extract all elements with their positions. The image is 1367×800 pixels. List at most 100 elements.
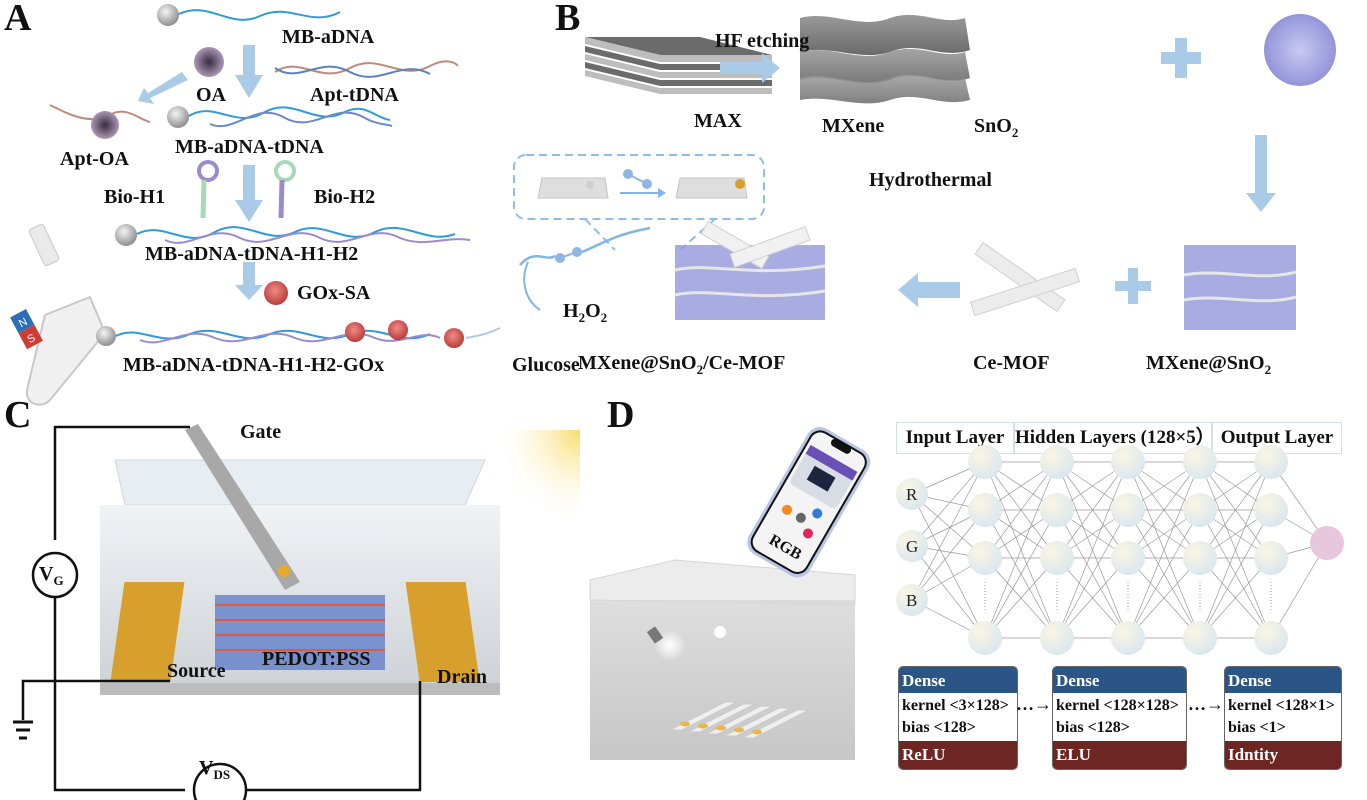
magnetic-bead (96, 326, 116, 346)
inset-box (513, 154, 765, 220)
drain-wire (246, 681, 422, 792)
oa-particle (194, 47, 224, 77)
nn-output-node (1310, 526, 1344, 560)
arrow-right-icon: → (1034, 694, 1052, 714)
label-h2o2: H2O2 (563, 300, 607, 326)
bio-h1-hairpin (197, 160, 219, 219)
nn-connection (1127, 509, 1201, 639)
tube-cap-icon (28, 223, 60, 267)
nn-connection (984, 509, 1058, 639)
nn-hidden-node (968, 621, 1002, 655)
panel-b-letter: B (555, 0, 581, 39)
dense-title: Dense (1053, 667, 1186, 693)
label-max: MAX (694, 110, 742, 132)
nn-connection (1056, 509, 1129, 639)
sno2-sub: 2 (1011, 125, 1019, 140)
nn-connection (1056, 557, 1129, 639)
test-strip-after (675, 177, 748, 199)
flow-curve (581, 226, 651, 254)
test-strip-before (537, 177, 609, 199)
label-ce-mof: Ce-MOF (973, 352, 1050, 374)
h2o2-sub-b: 2 (600, 310, 608, 325)
dense-activation: Idntity (1225, 741, 1341, 769)
nn-connection (1127, 461, 1201, 639)
nn-connection (1199, 461, 1272, 639)
nn-connection (911, 461, 986, 601)
label-mxene: MXene (822, 115, 885, 137)
flow-arrow-diag (138, 72, 188, 104)
detection-box (590, 600, 855, 760)
nn-hidden-node (1183, 493, 1217, 527)
nn-hidden-node (1111, 541, 1145, 575)
dense-title: Dense (1225, 667, 1341, 693)
nn-connection (1127, 461, 1201, 559)
flow-arrow-1 (235, 45, 263, 98)
mxene-sno2-icon (1183, 245, 1297, 330)
nn-hidden-node (1040, 541, 1074, 575)
gox-strand-graphic (96, 320, 501, 348)
label-bio-h1: Bio-H1 (104, 186, 166, 208)
source-electrode (110, 582, 185, 682)
h2o2-sub-a: 2 (578, 310, 586, 325)
panel-b-graphics (513, 14, 1336, 330)
label-mb-adna: MB-aDNA (282, 26, 375, 48)
h2o2-molecule-icon (555, 247, 582, 263)
nn-hidden-node (1254, 621, 1288, 655)
h1h2-strand-2 (164, 232, 471, 244)
connector-ellipsis: … (1016, 694, 1034, 714)
ce-mof-icon (969, 241, 1081, 317)
magnet-icon: N S (10, 308, 43, 350)
label-bio-h2: Bio-H2 (314, 186, 376, 208)
dense-bias: bias <128> (902, 719, 976, 736)
label-glucose: Glucose (512, 354, 580, 376)
nn-hidden-node (1183, 541, 1217, 575)
nn-hidden-node (1254, 541, 1288, 575)
dense-kernel: kernel <128×1> (1228, 697, 1335, 714)
nn-connection (1199, 509, 1272, 639)
dense-block-1: Dense kernel <3×128>bias <128> ReLU (898, 666, 1018, 770)
apt-tdna-strand-2 (274, 65, 431, 78)
label-gate: Gate (240, 421, 282, 443)
dense-bias: bias <1> (1228, 719, 1286, 736)
magnetic-tube-graphic: N S (10, 223, 107, 406)
mb-adna-tdna-strand-1 (188, 106, 391, 121)
nn-connection (1199, 461, 1272, 559)
box-top (589, 559, 856, 606)
connector-dots-1: …→ (1016, 694, 1052, 715)
nn-hidden-node (1040, 621, 1074, 655)
nn-hidden-node (1040, 445, 1074, 479)
nn-connection (1056, 461, 1129, 559)
tank-top (114, 459, 486, 506)
label-vg: VG (39, 563, 64, 589)
sno2-flower-icon (1264, 14, 1336, 86)
ground-icon (13, 720, 33, 740)
tube-icon (25, 295, 107, 406)
strip-spots (680, 721, 762, 735)
nn-hidden-node (1254, 445, 1288, 479)
label-hydrothermal: Hydrothermal (869, 169, 992, 191)
adna-strand (178, 9, 341, 21)
magnetic-bead (115, 224, 137, 246)
link-to-h2o2 (465, 327, 501, 339)
label-hf-etching: HF etching (715, 30, 810, 52)
left-arrow (898, 273, 960, 307)
flow-arrow-3 (235, 262, 263, 300)
mxene-sheets-icon (800, 14, 970, 104)
panel-c-letter: C (4, 394, 32, 436)
nn-connection (1270, 542, 1328, 639)
vg-to-vds-wire (53, 597, 185, 792)
hf-etching-arrow (720, 53, 780, 83)
nn-header-input: Input Layer (896, 422, 1014, 454)
label-vds: VDS (199, 757, 230, 783)
nn-input-label: B (906, 591, 917, 610)
nn-connection (984, 461, 1058, 639)
gate-spot-icon (278, 565, 290, 577)
label-gox-sa: GOx-SA (297, 282, 371, 304)
nn-connection (1127, 557, 1201, 639)
composite-sub: 2 (696, 362, 704, 377)
nn-input-node (896, 478, 928, 510)
composite-suffix: /Ce-MOF (703, 352, 786, 374)
nn-connection (1056, 461, 1129, 639)
nn-connection (911, 493, 986, 639)
source-wire (21, 679, 170, 720)
